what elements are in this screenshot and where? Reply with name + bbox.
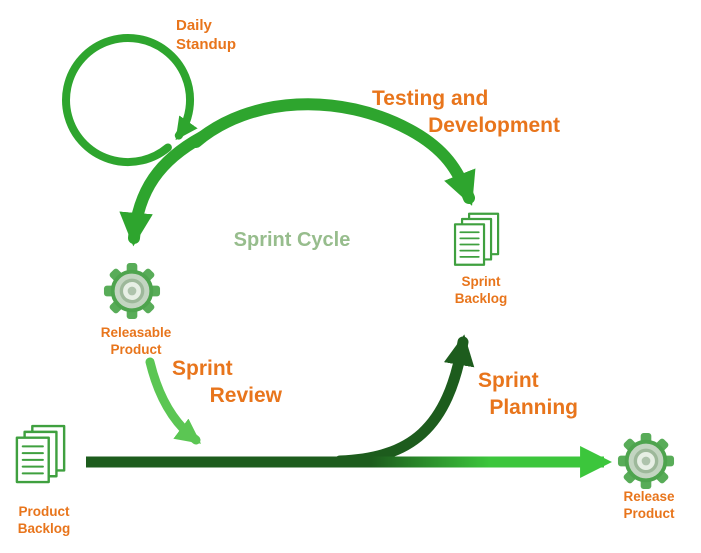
releasable-product-line2: Product xyxy=(110,342,162,358)
sprint-review-line1: Sprint xyxy=(172,357,233,380)
testing-development-arc-arrow xyxy=(190,98,476,206)
sprint-cycle-text: Sprint Cycle xyxy=(233,229,351,251)
release-product-line2: Product xyxy=(623,506,675,522)
sprint-review-line2: Review xyxy=(209,383,282,407)
releasable-product-gear-icon xyxy=(103,262,161,320)
releasable-product-label: Releasable Product xyxy=(77,324,195,359)
daily-standup-label: Daily Standup xyxy=(176,16,286,54)
sprint-cycle-title: Sprint Cycle xyxy=(222,228,362,254)
release-product-label: Release Product xyxy=(602,488,696,523)
sprint-backlog-line2: Backlog xyxy=(454,291,508,307)
daily-standup-line1: Daily xyxy=(176,17,212,34)
product-backlog-documents-icon xyxy=(15,424,66,484)
sprint-backlog-label: Sprint Backlog xyxy=(431,273,531,308)
sprint-backlog-line1: Sprint xyxy=(461,274,501,289)
sprint-backlog-documents-icon xyxy=(453,212,500,266)
releasable-product-line1: Releasable xyxy=(100,325,172,340)
release-product-line1: Release xyxy=(623,489,675,504)
product-backlog-label: Product Backlog xyxy=(0,503,88,538)
sprint-review-label: Sprint Review xyxy=(172,356,282,410)
sprint-planning-label: Sprint Planning xyxy=(478,368,578,422)
testing-development-label: Testing and Development xyxy=(372,86,560,140)
daily-standup-line2: Standup xyxy=(176,36,236,54)
daily-standup-loop-arrow xyxy=(62,34,198,166)
release-product-gear-icon xyxy=(617,432,675,490)
sprint-planning-arrow xyxy=(334,334,475,467)
sprint-planning-line2: Planning xyxy=(489,395,578,419)
testing-development-line2: Development xyxy=(428,113,560,137)
sprint-review-arrow xyxy=(145,357,202,445)
testing-development-line1: Testing and xyxy=(372,87,489,110)
cycle-to-releasable-arrow xyxy=(119,131,208,247)
product-backlog-line2: Backlog xyxy=(17,521,71,537)
product-backlog-line1: Product xyxy=(18,504,70,519)
sprint-planning-line1: Sprint xyxy=(478,369,539,392)
